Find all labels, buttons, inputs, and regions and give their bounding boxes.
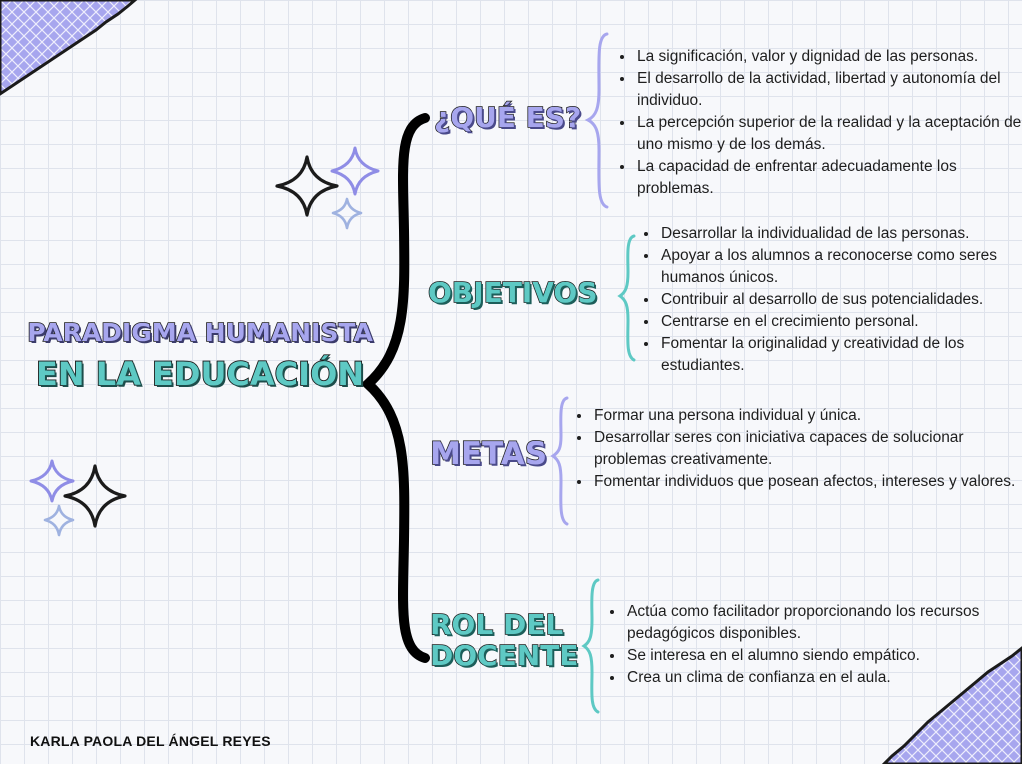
brace-rol-docente	[581, 578, 600, 714]
brace-metas	[550, 396, 569, 526]
sparkle-icon	[63, 464, 127, 528]
list-item: Se interesa en el alumno siendo empático…	[625, 645, 985, 667]
list-item: Fomentar individuos que posean afectos, …	[592, 471, 1022, 493]
list-item: Apoyar a los alumnos a reconocerse como …	[659, 245, 1022, 289]
sparkle-icon	[43, 504, 75, 537]
main-title: PARADIGMA HUMANISTA EN LA EDUCACIÓN	[10, 317, 390, 394]
sparkle-icon	[29, 459, 75, 503]
heading-que-es: ¿QUÉ ES?	[433, 101, 582, 134]
list-item: Fomentar la originalidad y creatividad d…	[659, 333, 1022, 377]
list-item: Desarrollar seres con iniciativa capaces…	[592, 427, 1022, 471]
sparkle-icon	[331, 197, 363, 230]
list-rol-docente: Actúa como facilitador proporcionando lo…	[607, 601, 985, 689]
list-item: Crea un clima de confianza en el aula.	[625, 667, 985, 689]
corner-pattern-top-left	[0, 0, 138, 96]
heading-rol-docente-line2: DOCENTE	[429, 638, 579, 672]
heading-rol-docente-line1: ROL DEL	[429, 608, 564, 641]
brace-que-es	[584, 32, 609, 209]
corner-pattern-bottom-right	[881, 646, 1022, 764]
list-item: Contribuir al desarrollo de sus potencia…	[659, 289, 1022, 311]
list-objetivos: Desarrollar la individualidad de las per…	[641, 223, 1022, 377]
list-item: Formar una persona individual y única.	[592, 405, 1022, 427]
main-title-line2: EN LA EDUCACIÓN	[35, 354, 365, 394]
sparkle-icon	[330, 146, 380, 196]
sparkle-icon	[275, 155, 339, 217]
list-item: Actúa como facilitador proporcionando lo…	[625, 601, 985, 645]
list-item: Centrarse en el crecimiento personal.	[659, 311, 1022, 333]
list-item: La percepción superior de la realidad y …	[635, 112, 1022, 156]
list-que-es: La significación, valor y dignidad de la…	[617, 46, 1022, 200]
main-title-line1: PARADIGMA HUMANISTA	[26, 317, 373, 348]
list-item: La significación, valor y dignidad de la…	[635, 46, 1022, 68]
list-metas: Formar una persona individual y única. D…	[574, 405, 1022, 493]
author-name: KARLA PAOLA DEL ÁNGEL REYES	[30, 733, 271, 749]
main-brace	[360, 113, 430, 663]
heading-objetivos: OBJETIVOS	[427, 276, 598, 309]
heading-metas: METAS	[429, 436, 548, 472]
brace-objetivos	[617, 234, 636, 362]
heading-rol-docente: ROL DEL DOCENTE	[429, 608, 579, 672]
list-item: El desarrollo de la actividad, libertad …	[635, 68, 1022, 112]
list-item: La capacidad de enfrentar adecuadamente …	[635, 156, 1022, 200]
list-item: Desarrollar la individualidad de las per…	[659, 223, 1022, 245]
